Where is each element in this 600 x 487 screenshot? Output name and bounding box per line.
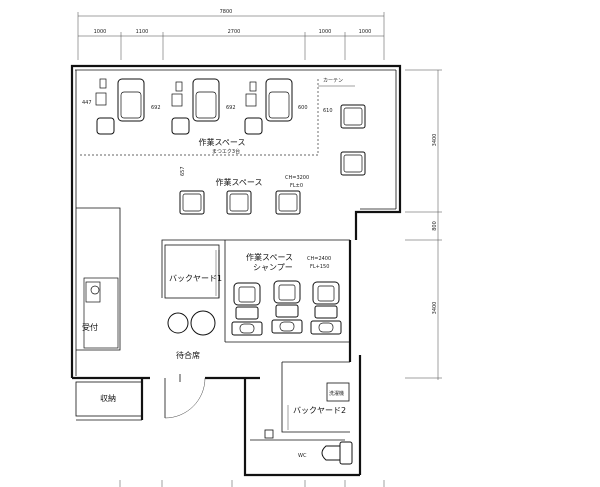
reception-register-icon (90, 285, 100, 295)
shampoo-chair-3-base (314, 305, 338, 319)
shampoo-ch: CH=2400 (307, 256, 331, 262)
stool-3 (245, 93, 257, 107)
washer-label: 洗濯機 (329, 390, 344, 397)
storage: 収納 (75, 378, 144, 421)
reception-label: 受付 (82, 322, 98, 332)
stool-2 (171, 93, 183, 107)
dim-seg-4: 1000 (319, 29, 332, 35)
dim-note-692b: 692 (226, 105, 236, 111)
dim-seg-1: 1000 (94, 29, 107, 35)
top-dimensions: 7800 1000 1100 2700 1000 1000 (77, 9, 385, 60)
side-table-1 (99, 78, 107, 89)
wc-label: WC (298, 453, 307, 459)
dim-right-3: 3400 (432, 302, 438, 315)
dim-seg-5: 1000 (359, 29, 372, 35)
shampoo-chair-1-seat (238, 286, 256, 303)
wc-sink (264, 429, 274, 439)
shampoo-fl: FL+150 (310, 264, 329, 270)
dim-overall: 7800 (220, 9, 233, 15)
shampoo-chair-3-seat (317, 285, 335, 302)
reception: 受付 (76, 207, 121, 351)
waiting-label: 待合席 (176, 350, 200, 360)
dim-note-610: 610 (323, 108, 333, 114)
dim-seg-2: 1100 (136, 29, 149, 35)
stool-1 (95, 92, 107, 106)
work-chair-1-seat (182, 193, 202, 212)
shampoo-area: 作業スペース シャンプー CH=2400 FL+150 (224, 240, 350, 343)
lash-bed-2-cushion (195, 91, 217, 119)
lash-stool-2 (171, 117, 190, 135)
wc: WC (250, 429, 353, 465)
lash-bed-set: 447 692 692 600 610 657 (82, 78, 333, 176)
dim-right-1: 3400 (432, 134, 438, 147)
work-chair-right-2-seat (343, 154, 363, 173)
dim-note-600: 600 (298, 105, 308, 111)
work-area: 作業スペース CH=3200 FL±0 (179, 175, 309, 215)
lash-bed-1-cushion (120, 91, 142, 119)
waiting-area: 待合席 (167, 310, 216, 360)
shampoo-chair-1-base (235, 306, 259, 320)
dim-note-447: 447 (82, 100, 92, 106)
wc-toilet (321, 445, 341, 461)
shampoo-bowl-2-basin (279, 321, 295, 332)
shampoo-bowl-1-basin (239, 323, 255, 334)
work-chair-3-seat (278, 193, 298, 212)
storage-label: 収納 (100, 393, 116, 403)
side-table-3 (249, 81, 257, 92)
backyard-2: 洗濯機 バックヤード2 (281, 361, 350, 433)
backyard-2-label: バックヤード2 (293, 406, 346, 415)
shampoo-chair-2-base (275, 304, 299, 318)
shampoo-area-label: 作業スペース (246, 252, 293, 262)
backyard-1: バックヤード1 (161, 239, 350, 299)
wc-tank (339, 441, 353, 465)
curtain-label: カーテン (323, 78, 343, 84)
shampoo-bowl-3-basin (318, 322, 334, 333)
lash-bed-3-cushion (268, 91, 290, 119)
shampoo-chair-2-seat (278, 284, 296, 301)
dim-seg-3: 2700 (228, 29, 241, 35)
washer (326, 382, 350, 402)
shampoo-chair-3 (310, 281, 342, 335)
bottom-ticks (119, 480, 385, 487)
entrance-door (164, 374, 206, 419)
work-area-label: 作業スペース (215, 177, 262, 187)
shampoo-chair-2 (271, 280, 303, 334)
eyelash-area-label: 作業スペース (198, 137, 245, 147)
waiting-seat-1 (167, 312, 189, 334)
work-chair-right-1-seat (343, 107, 363, 126)
right-dimensions: 3400 800 3400 (405, 69, 442, 380)
work-fl: FL±0 (290, 183, 303, 189)
backyard-1-label: バックヤード1 (169, 274, 222, 283)
backyard-1-room (164, 244, 220, 299)
eyelash-zone: カーテン 作業スペース まつエク3台 (80, 78, 355, 156)
shampoo-chair-1 (231, 282, 263, 336)
lash-stool-1 (96, 117, 115, 135)
exterior-walls (70, 64, 402, 477)
waiting-seat-2 (190, 310, 216, 336)
dim-note-692a: 692 (151, 105, 161, 111)
shampoo-area-sublabel: シャンプー (253, 263, 293, 272)
work-chair-2-seat (229, 193, 249, 212)
eyelash-area-sublabel: まつエク3台 (212, 148, 240, 155)
dim-note-657: 657 (180, 166, 186, 176)
work-ch: CH=3200 (285, 175, 309, 181)
side-table-2 (175, 81, 183, 92)
lash-stool-3 (244, 117, 263, 135)
dim-right-2: 800 (432, 221, 438, 231)
